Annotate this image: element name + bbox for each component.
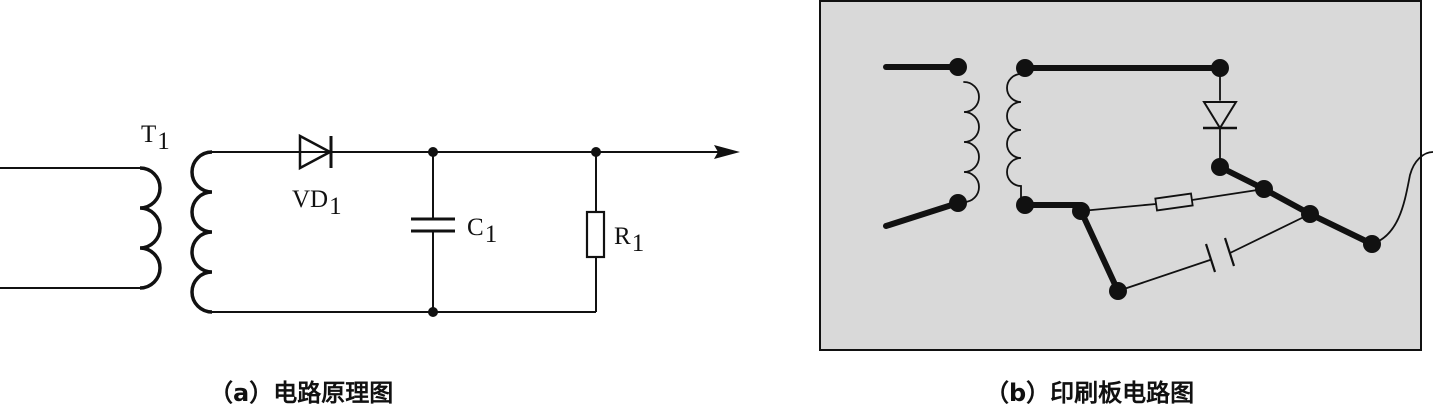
transformer-secondary-coil [190, 150, 213, 314]
pcb-lead [1229, 213, 1311, 254]
diode-symbol [298, 133, 333, 171]
pcb-pad [1255, 180, 1273, 198]
diode-label: VD1 [292, 186, 342, 220]
pcb-pad [1211, 59, 1229, 77]
pcb-diode [1202, 101, 1238, 130]
output-arrow-head [714, 145, 740, 159]
resistor-label: R1 [614, 223, 644, 257]
pcb-pad [1072, 202, 1090, 220]
pcb-output-lead [1371, 151, 1433, 245]
junction-dot [428, 147, 438, 157]
pcb-layout [819, 0, 1433, 351]
pcb-pad [1211, 158, 1229, 176]
pcb-pad [1016, 59, 1034, 77]
junction-dot [428, 307, 438, 317]
pcb-transformer-secondary-coil [1006, 73, 1022, 201]
pcb-lead [1117, 259, 1211, 292]
pcb-pad [1016, 196, 1034, 214]
capacitor-symbol [411, 152, 455, 312]
capacitor-label: C1 [467, 214, 497, 248]
pcb-transformer-primary-coil [963, 81, 980, 203]
pcb-capacitor [1204, 237, 1236, 273]
pcb-trace [883, 200, 961, 229]
pcb-pad [1363, 235, 1381, 253]
pcb-lead [1080, 203, 1157, 212]
circuit-schematic [0, 133, 740, 317]
caption-pcb: （b）印刷板电路图 [985, 379, 1195, 407]
pcb-trace [1078, 208, 1121, 294]
pcb-pad [949, 194, 967, 212]
pcb-resistor [1154, 192, 1194, 212]
transformer-primary-coil [139, 166, 162, 290]
junction-dot [591, 147, 601, 157]
pcb-trace [1217, 164, 1375, 247]
transformer-label: T1 [141, 121, 170, 155]
pcb-pads [949, 58, 1381, 300]
caption-schematic: （a）电路原理图 [209, 379, 394, 407]
pcb-pad [1301, 205, 1319, 223]
pcb-pad [949, 58, 967, 76]
pcb-lead [1191, 188, 1265, 201]
resistor-symbol [585, 152, 606, 312]
pcb-pad [1109, 282, 1127, 300]
